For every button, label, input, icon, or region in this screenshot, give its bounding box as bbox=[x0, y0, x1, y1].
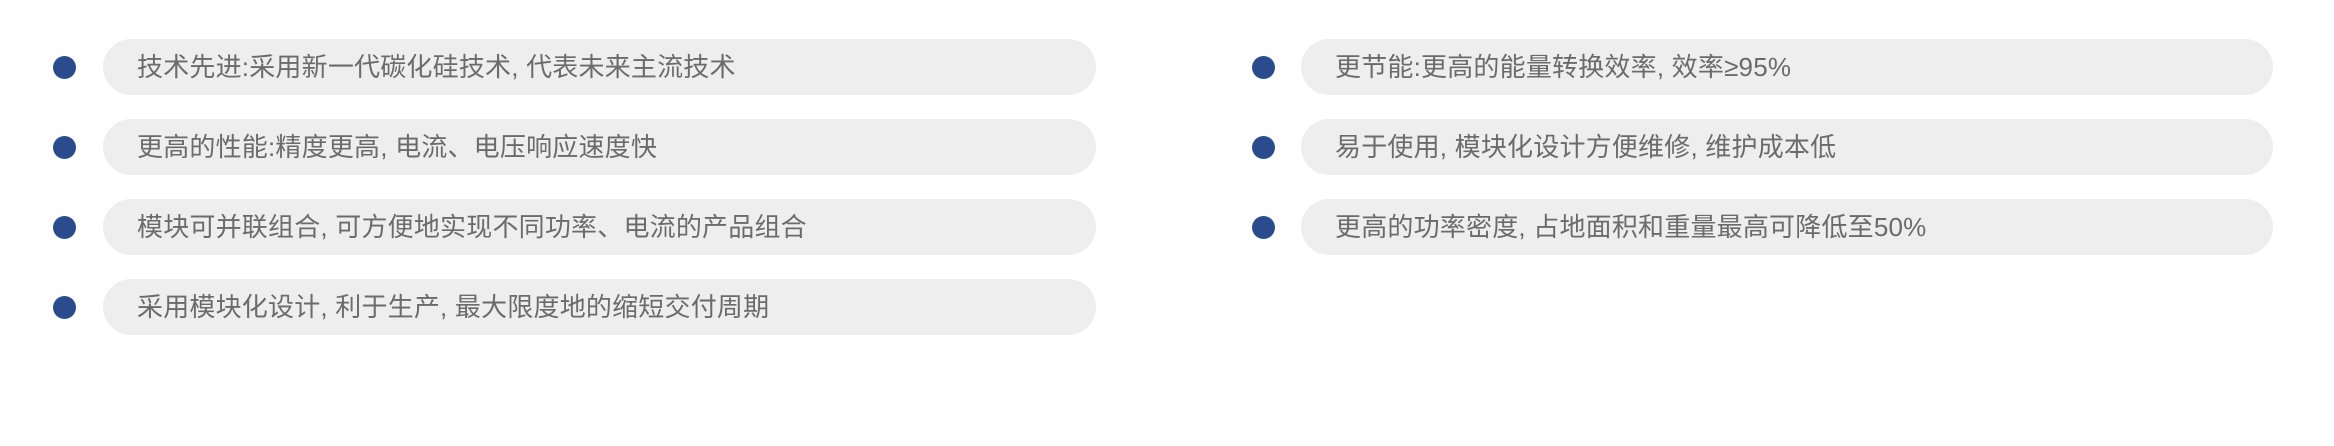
list-item[interactable]: 易于使用, 模块化设计方便维修, 维护成本低 bbox=[1252, 119, 2273, 175]
feature-text: 易于使用, 模块化设计方便维修, 维护成本低 bbox=[1335, 132, 1837, 162]
list-item[interactable]: 更节能:更高的能量转换效率, 效率≥95% bbox=[1252, 39, 2273, 95]
feature-text: 技术先进:采用新一代碳化硅技术, 代表未来主流技术 bbox=[137, 52, 736, 82]
feature-pill[interactable]: 技术先进:采用新一代碳化硅技术, 代表未来主流技术 bbox=[103, 39, 1096, 95]
feature-text: 模块可并联组合, 可方便地实现不同功率、电流的产品组合 bbox=[137, 212, 807, 242]
bullet-dot-icon bbox=[53, 135, 76, 159]
feature-pill[interactable]: 更节能:更高的能量转换效率, 效率≥95% bbox=[1301, 39, 2273, 95]
feature-pill[interactable]: 易于使用, 模块化设计方便维修, 维护成本低 bbox=[1301, 119, 2273, 175]
feature-text: 更高的性能:精度更高, 电流、电压响应速度快 bbox=[137, 132, 658, 162]
feature-pill[interactable]: 更高的性能:精度更高, 电流、电压响应速度快 bbox=[103, 119, 1096, 175]
feature-pill[interactable]: 更高的功率密度, 占地面积和重量最高可降低至50% bbox=[1301, 199, 2273, 255]
list-item[interactable]: 更高的功率密度, 占地面积和重量最高可降低至50% bbox=[1252, 199, 2273, 255]
feature-text: 更高的功率密度, 占地面积和重量最高可降低至50% bbox=[1335, 212, 1927, 242]
list-item[interactable]: 模块可并联组合, 可方便地实现不同功率、电流的产品组合 bbox=[53, 199, 1096, 255]
bullet-dot-icon bbox=[53, 215, 76, 239]
list-item[interactable]: 技术先进:采用新一代碳化硅技术, 代表未来主流技术 bbox=[53, 39, 1096, 95]
feature-text: 更节能:更高的能量转换效率, 效率≥95% bbox=[1335, 52, 1792, 82]
feature-pill[interactable]: 模块可并联组合, 可方便地实现不同功率、电流的产品组合 bbox=[103, 199, 1096, 255]
bullet-dot-icon bbox=[53, 295, 76, 319]
list-item[interactable]: 更高的性能:精度更高, 电流、电压响应速度快 bbox=[53, 119, 1096, 175]
bullet-dot-icon bbox=[1252, 55, 1275, 79]
feature-text: 采用模块化设计, 利于生产, 最大限度地的缩短交付周期 bbox=[137, 292, 770, 322]
feature-pill[interactable]: 采用模块化设计, 利于生产, 最大限度地的缩短交付周期 bbox=[103, 279, 1096, 335]
bullet-dot-icon bbox=[1252, 215, 1275, 239]
bullet-dot-icon bbox=[1252, 135, 1275, 159]
bullet-dot-icon bbox=[53, 55, 76, 79]
list-item[interactable]: 采用模块化设计, 利于生产, 最大限度地的缩短交付周期 bbox=[53, 279, 1096, 335]
